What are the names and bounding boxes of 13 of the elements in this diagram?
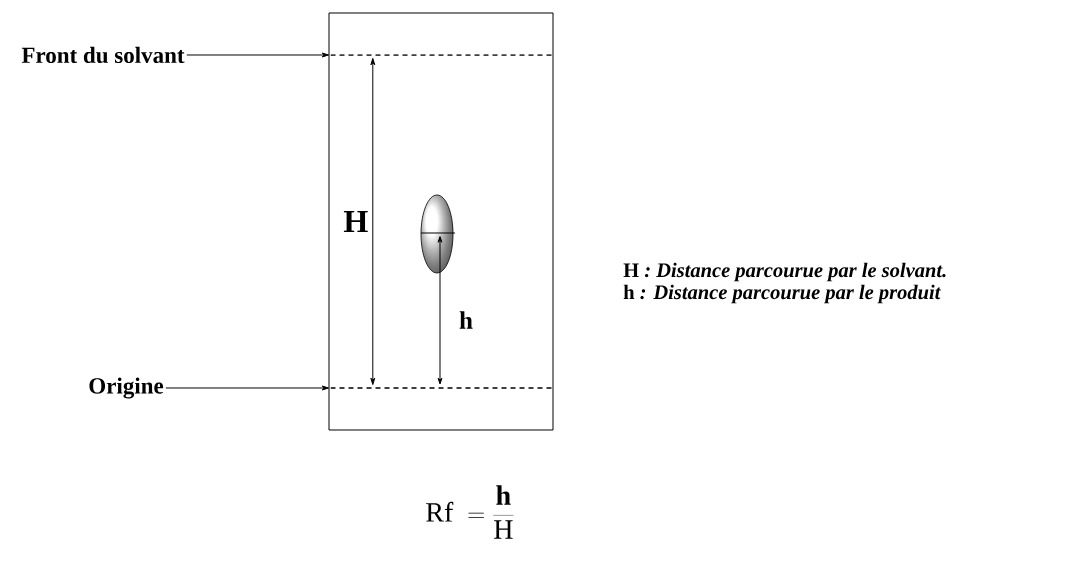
definition-text: h : Distance parcourue par le produit	[623, 284, 941, 304]
leader-arrow	[186, 52, 330, 58]
plate-rectangle	[328, 12, 554, 431]
leader-arrow	[165, 385, 330, 391]
callout-label: Front du solvant	[21, 46, 185, 64]
definition-text: H : Distance parcourue par le solvant.	[623, 262, 946, 282]
callout-label: Origine	[89, 377, 164, 399]
dashed-line	[330, 387, 553, 389]
rf-formula: $\mathrm{Rf}\ =\frac{\mathbf{h}}{\mathrm{H}}$	[426, 485, 514, 539]
edge-label: H	[343, 211, 368, 232]
double-arrow	[370, 57, 376, 386]
dashed-line	[330, 54, 553, 56]
dimension-label: h	[459, 311, 473, 329]
